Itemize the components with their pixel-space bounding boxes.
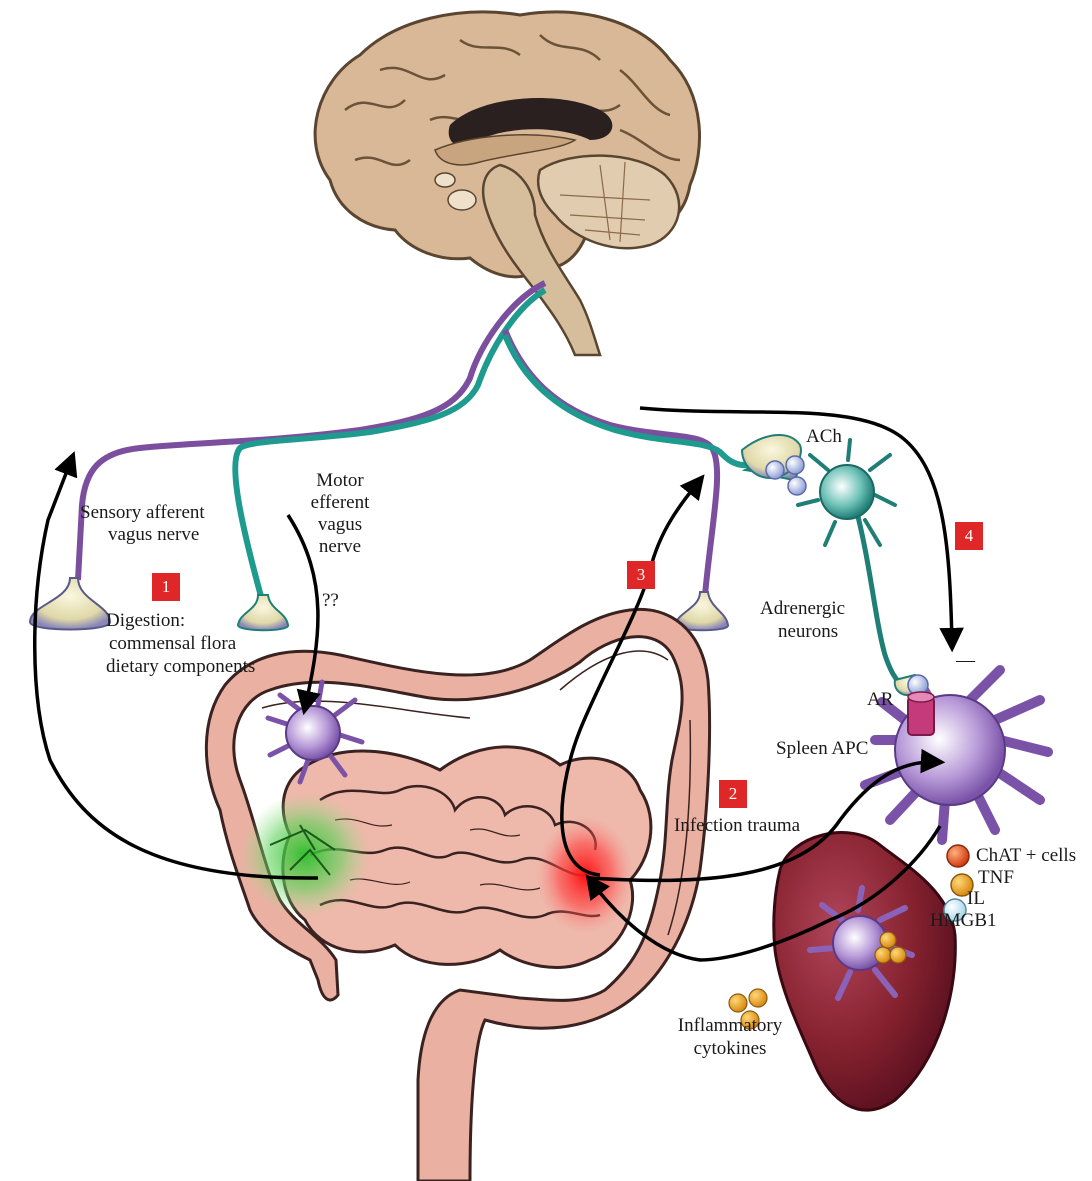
- step-2-badge: 2: [719, 780, 747, 808]
- brain: [315, 12, 699, 355]
- sensory-afferent-label-1: Sensory afferent: [80, 502, 205, 524]
- sensory-afferent-label-2: vagus nerve: [108, 524, 199, 546]
- digestion-label-1: Digestion:: [106, 610, 185, 632]
- inflammatory-label-2: cytokines: [660, 1038, 800, 1060]
- inflammatory-label-1: Inflammatory: [660, 1015, 800, 1037]
- spleen: [774, 833, 956, 1111]
- digestion-label-3: dietary components: [106, 656, 255, 678]
- adrenergic-neuron: [798, 440, 920, 695]
- motor-efferent-label-3: vagus: [300, 514, 380, 536]
- step-4-badge: 4: [955, 522, 983, 550]
- motor-efferent-label-1: Motor: [300, 470, 380, 492]
- hmgb1-label: HMGB1: [930, 910, 997, 932]
- ar-label: AR: [867, 689, 893, 711]
- digestion-label-2: commensal flora: [109, 633, 236, 655]
- ach-label: ACh: [806, 426, 842, 448]
- vagus-nerves: [78, 283, 780, 600]
- infection-trauma-label: Infection trauma: [674, 815, 800, 837]
- tnf-label: TNF: [978, 867, 1014, 889]
- step-1-badge: 1: [152, 573, 180, 601]
- spleen-apc-label: Spleen APC: [776, 738, 868, 760]
- step-3-badge: 3: [627, 561, 655, 589]
- chat-cells-label: ChAT + cells: [976, 845, 1076, 867]
- unknown-mechanism-label: ??: [322, 590, 339, 612]
- motor-efferent-label-2: efferent: [300, 492, 380, 514]
- inhibition-minus-label: —: [956, 650, 975, 672]
- adrenergic-label-2: neurons: [778, 621, 838, 643]
- adrenergic-label-1: Adrenergic: [760, 598, 845, 620]
- il-label: IL: [967, 888, 985, 910]
- motor-efferent-label-4: nerve: [300, 536, 380, 558]
